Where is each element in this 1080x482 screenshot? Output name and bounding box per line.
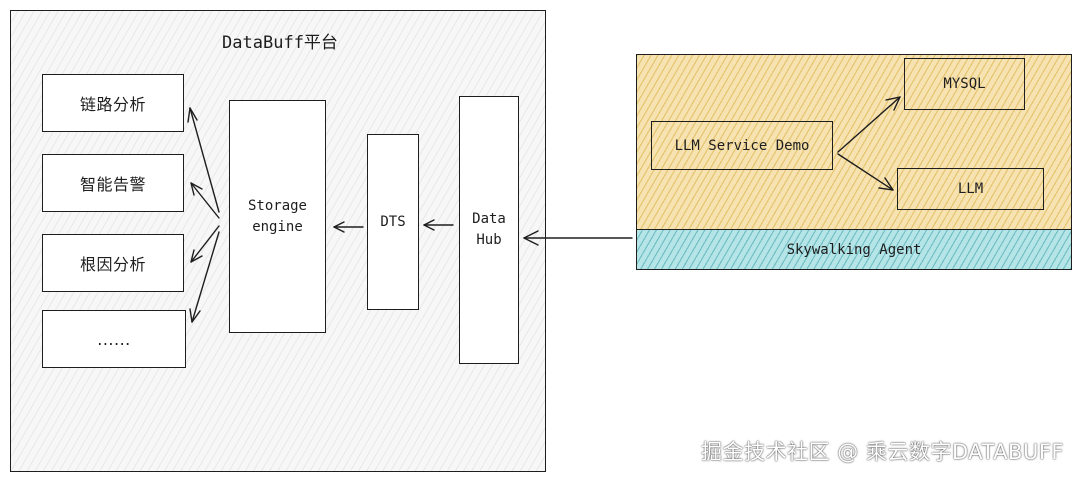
- arrow-demo-to-mysql: [837, 96, 901, 153]
- arrow-storage-to-trace: [189, 107, 220, 213]
- mysql-box: MYSQL: [904, 58, 1025, 110]
- platform-title: DataBuff平台: [222, 33, 338, 53]
- arrow-storage-to-more: [191, 231, 220, 323]
- arrow-storage-to-alert: [190, 182, 220, 219]
- feature-smart-alert: 智能告警: [42, 154, 184, 212]
- llm-box: LLM: [897, 168, 1044, 210]
- feature-root-cause-analysis: 根因分析: [42, 234, 184, 292]
- skywalking-agent-box: Skywalking Agent: [636, 229, 1072, 270]
- data-hub-box: Data Hub: [459, 96, 519, 364]
- dts-box: DTS: [367, 134, 419, 310]
- feature-trace-analysis: 链路分析: [42, 74, 184, 132]
- llm-service-demo-box: LLM Service Demo: [651, 121, 833, 170]
- arrow-storage-to-rootcause: [190, 225, 220, 263]
- arrow-demo-to-llm: [837, 153, 894, 191]
- storage-engine-box: Storage engine: [229, 100, 326, 333]
- watermark: 掘金技术社区 @ 乘云数字DATABUFF: [701, 440, 1064, 464]
- feature-more: ......: [42, 310, 186, 368]
- service-area-box: [636, 54, 1072, 230]
